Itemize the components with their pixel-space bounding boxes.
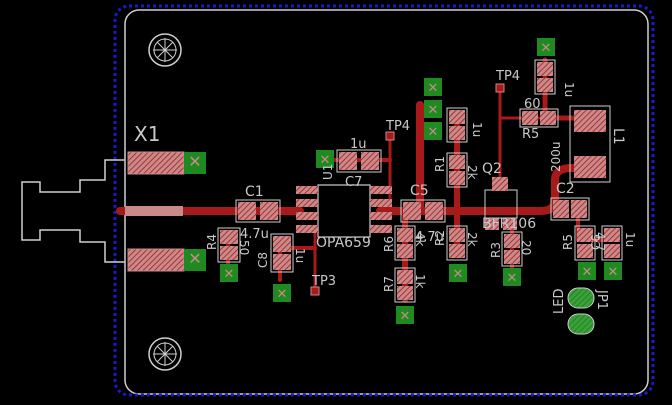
label-r4: R4 bbox=[205, 234, 219, 250]
label-tp4b: TP4 bbox=[385, 119, 410, 134]
label-c-mid-value: 1u bbox=[470, 122, 484, 137]
svg-text:✕: ✕ bbox=[507, 271, 518, 286]
label-c5: C5 bbox=[410, 183, 429, 199]
label-c1: C1 bbox=[245, 184, 264, 200]
svg-text:✕: ✕ bbox=[188, 152, 201, 171]
label-tp3: TP3 bbox=[311, 274, 336, 289]
label-r5: R5 bbox=[522, 127, 539, 142]
label-q2: Q2 bbox=[482, 161, 502, 177]
label-u1-ref: U1 bbox=[321, 164, 335, 180]
svg-text:✕: ✕ bbox=[277, 287, 288, 302]
label-c-top-value: 1u bbox=[562, 82, 576, 97]
label-c6-value: 1u bbox=[623, 232, 637, 247]
u1-opamp-footprint bbox=[296, 184, 392, 238]
label-r3: R3 bbox=[489, 242, 503, 258]
via-pads: ✕ ✕ ✕ ✕ ✕ ✕ ✕ ✕ ✕ ✕ ✕ ✕ bbox=[220, 38, 622, 324]
label-r7-value: 1k bbox=[413, 274, 427, 289]
label-r5b-value: 4.7 bbox=[593, 232, 607, 251]
label-c6: C6 bbox=[589, 234, 603, 250]
svg-text:✕: ✕ bbox=[400, 309, 411, 324]
sma-connector-outline bbox=[21, 159, 125, 263]
mounting-hole-bottom bbox=[148, 337, 182, 371]
svg-text:✕: ✕ bbox=[320, 153, 331, 168]
label-jp1: JP1 bbox=[594, 289, 609, 310]
label-r7: R7 bbox=[382, 276, 396, 292]
smd-components bbox=[217, 59, 623, 303]
label-q2-part: BFR106 bbox=[482, 216, 536, 232]
svg-text:✕: ✕ bbox=[541, 41, 552, 56]
board-outline bbox=[124, 9, 649, 395]
label-r2: R2 bbox=[433, 230, 447, 246]
label-r2-value: 2k bbox=[465, 232, 479, 247]
svg-text:✕: ✕ bbox=[428, 81, 439, 96]
label-r6-value: 4k bbox=[413, 232, 427, 247]
svg-text:✕: ✕ bbox=[428, 103, 439, 118]
label-r5b: R5 bbox=[561, 234, 575, 250]
label-r6: R6 bbox=[382, 236, 396, 252]
label-c2: C2 bbox=[556, 181, 575, 197]
svg-text:✕: ✕ bbox=[453, 267, 464, 282]
test-point-markers bbox=[310, 83, 505, 296]
label-led: LED bbox=[552, 289, 567, 314]
mounting-hole-top bbox=[148, 33, 182, 67]
label-c1-value: 4.7u bbox=[240, 227, 269, 242]
label-c7-value: 1u bbox=[350, 137, 367, 152]
label-c8: C8 bbox=[256, 252, 270, 268]
sma-pads: ✕ ✕ bbox=[125, 151, 206, 272]
label-l1: L1 bbox=[610, 128, 626, 145]
svg-text:✕: ✕ bbox=[188, 249, 201, 268]
svg-text:✕: ✕ bbox=[224, 267, 235, 282]
label-r4-value: 50 bbox=[237, 240, 251, 255]
label-c5-value: 4.7u bbox=[415, 230, 444, 245]
keepout-outline bbox=[113, 4, 655, 397]
label-u1: OPA659 bbox=[316, 235, 371, 251]
label-r3-value: 20 bbox=[519, 240, 533, 255]
label-r1-value: 2k bbox=[465, 165, 479, 180]
label-c8-value: 1u bbox=[293, 248, 307, 263]
label-tp4a: TP4 bbox=[495, 69, 520, 84]
label-r5-value: 60 bbox=[524, 97, 541, 112]
label-x1: X1 bbox=[134, 122, 160, 146]
led-jumper-pads bbox=[567, 287, 595, 335]
svg-text:✕: ✕ bbox=[428, 125, 439, 140]
q2-transistor-footprint bbox=[484, 177, 518, 230]
svg-text:✕: ✕ bbox=[582, 265, 593, 280]
label-c7: C7 bbox=[345, 175, 362, 190]
label-l1-value: 200u bbox=[549, 141, 563, 172]
svg-text:✕: ✕ bbox=[608, 265, 619, 280]
label-r1: R1 bbox=[433, 156, 447, 172]
